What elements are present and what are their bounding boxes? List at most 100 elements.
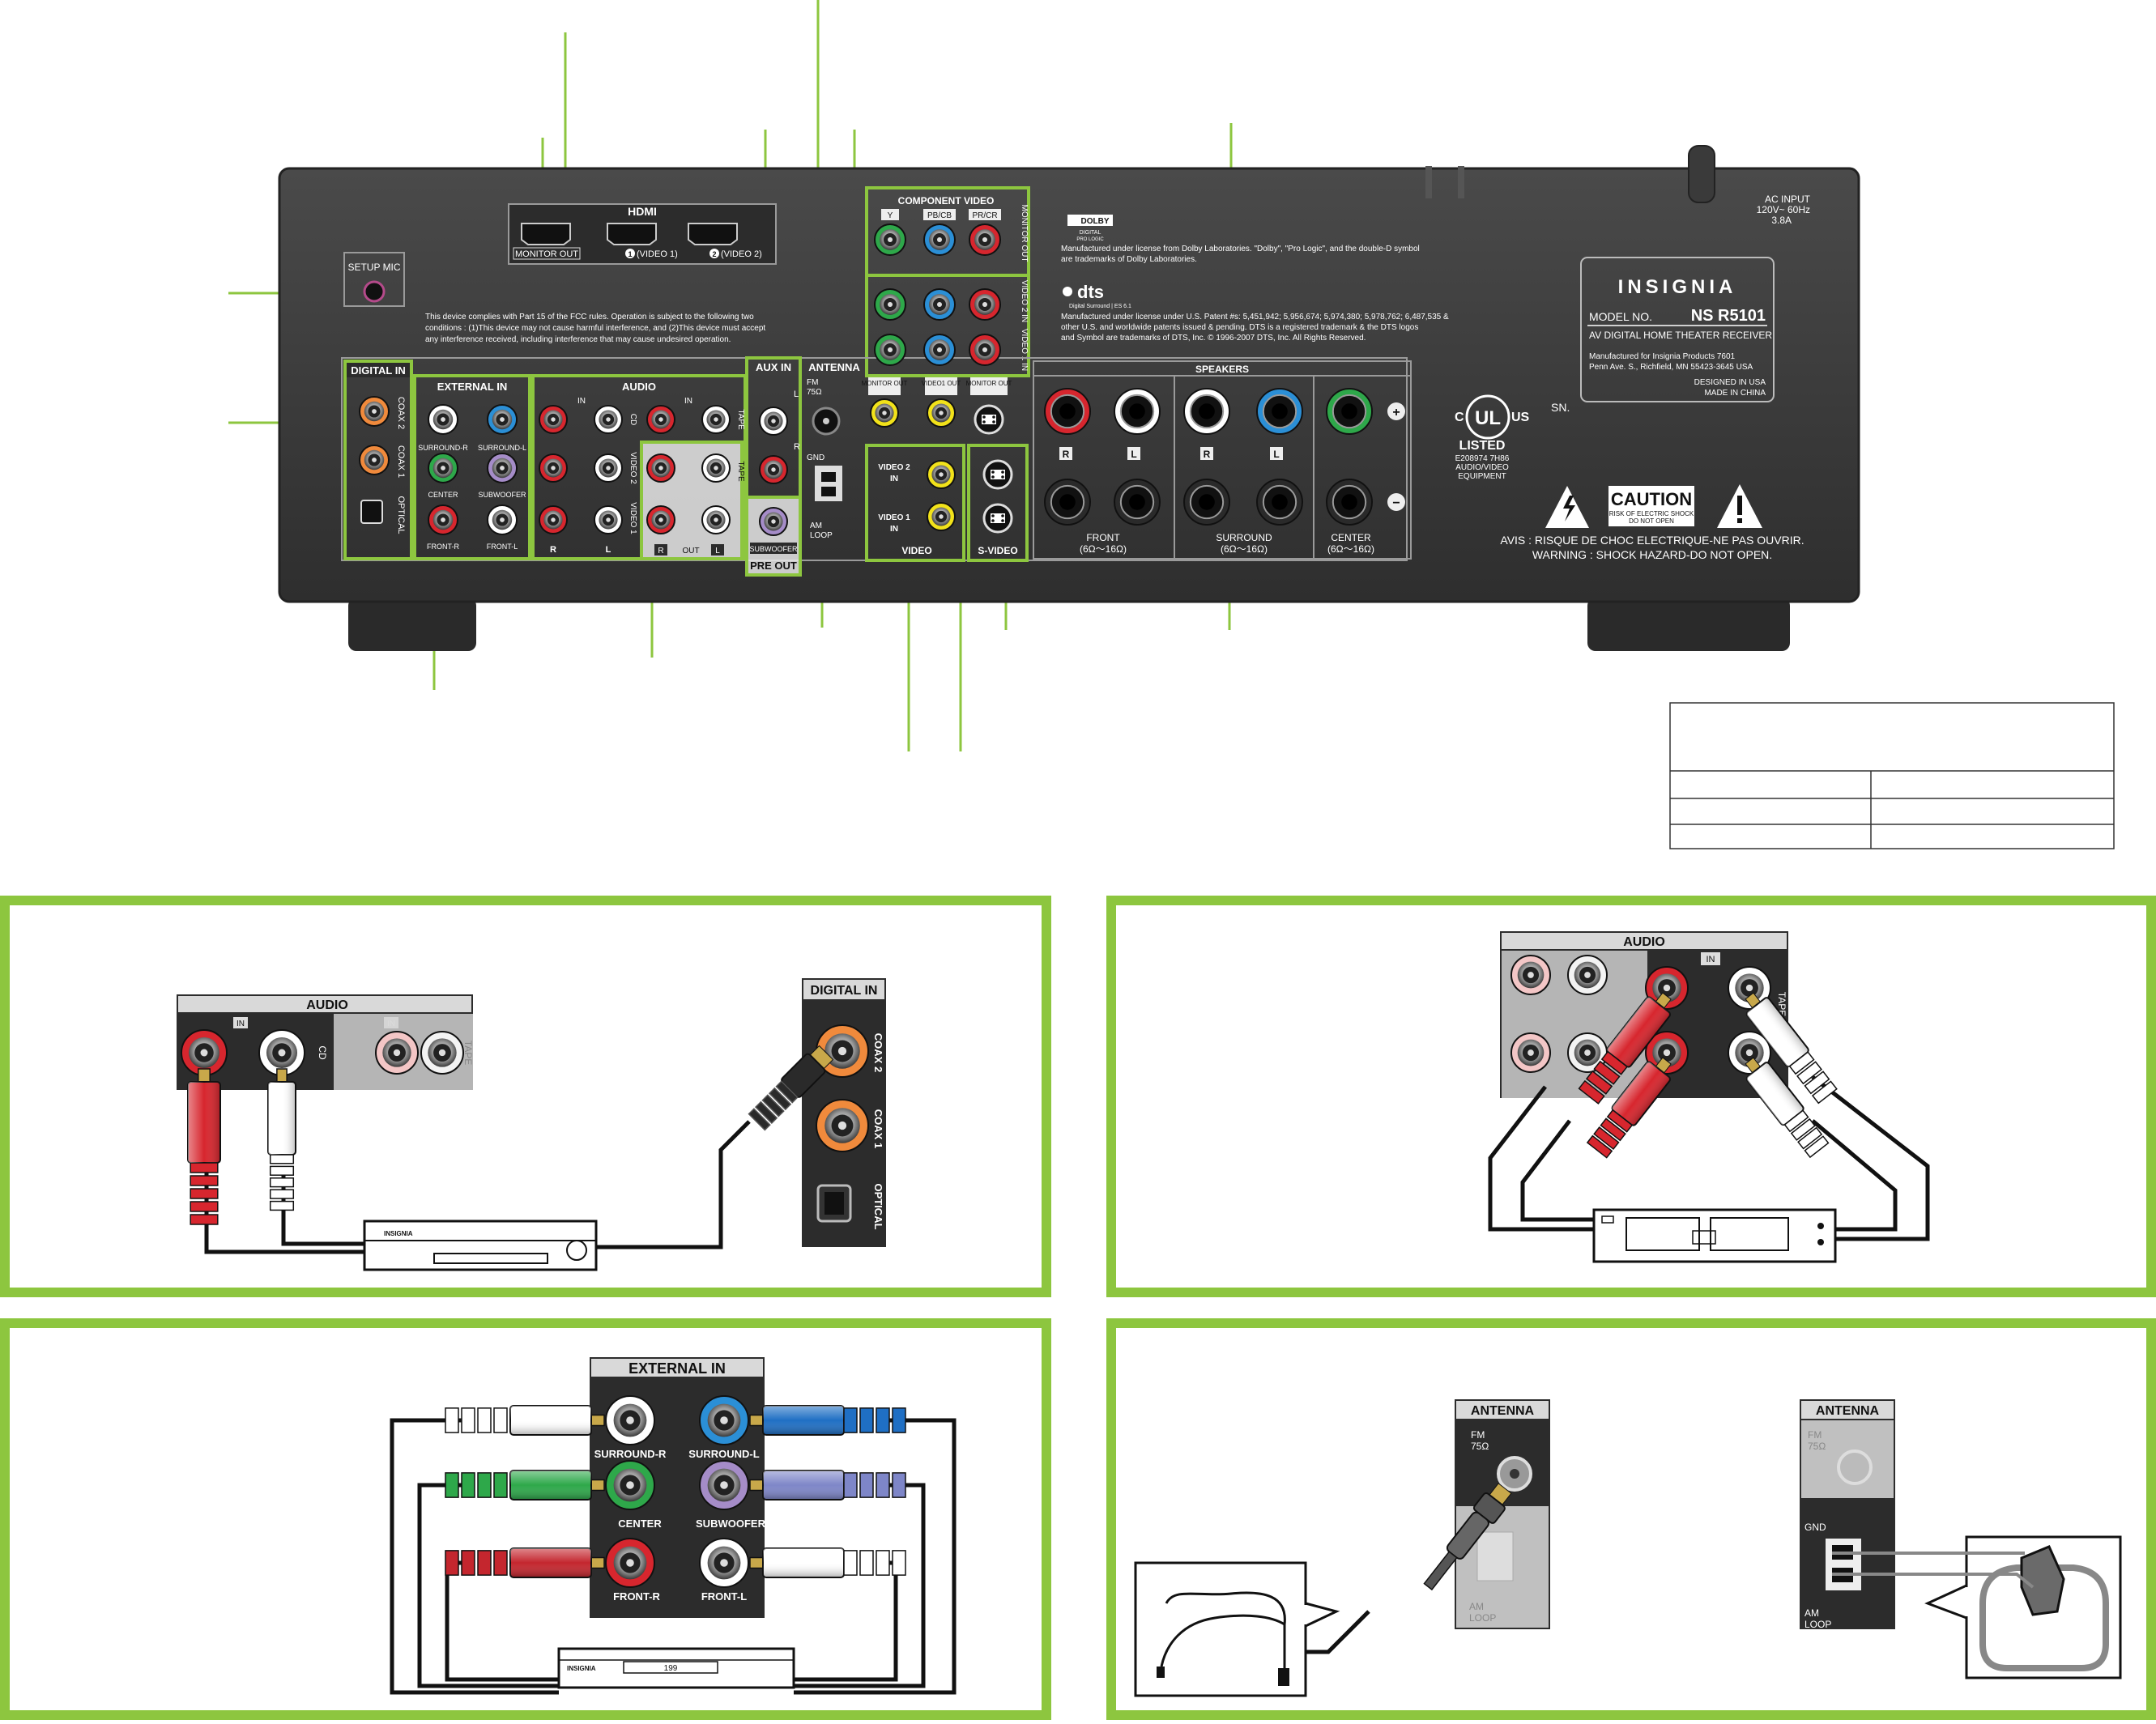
component-row-label-video2: VIDEO 2 IN <box>1020 280 1029 322</box>
tape-panel-faded-l2[interactable] <box>1567 1032 1608 1073</box>
tape-panel-in-r-jack[interactable] <box>1645 966 1689 1010</box>
video2-in-jack[interactable] <box>927 460 956 489</box>
audio-cd-l-jack[interactable] <box>594 405 623 434</box>
tape-panel-out-r-jack[interactable] <box>1645 1031 1689 1075</box>
digital-optical-label: OPTICAL <box>396 496 406 534</box>
hdmi-video1-port[interactable] <box>607 223 657 245</box>
spk-center-minus[interactable] <box>1326 479 1373 526</box>
ext-front-l-jack[interactable] <box>487 504 518 535</box>
dolby-text: Manufactured under license from Dolby La… <box>1061 245 1420 253</box>
optical-port[interactable] <box>360 500 383 524</box>
antenna-panel-content: ANTENNA FM 75Ω GND AM LOOP ANTENNA FM 75… <box>1134 1399 2122 1697</box>
ext-center-jack[interactable] <box>428 453 458 483</box>
component-video2-in-jack[interactable] <box>923 288 956 321</box>
ext-panel-front-l-jack[interactable] <box>699 1538 749 1588</box>
ext-panel-surround-l-jack[interactable] <box>699 1395 749 1445</box>
caution-sub: RISK OF ELECTRIC SHOCK <box>1609 510 1694 517</box>
hdmi-monitor-out-port[interactable] <box>521 223 571 245</box>
ext-subwoofer-jack[interactable] <box>487 453 518 483</box>
audio-cd-r-jack[interactable] <box>539 405 568 434</box>
component-video2-in-jack[interactable] <box>969 288 1001 321</box>
tape-panel-faded-r2[interactable] <box>1510 1032 1551 1073</box>
audio-video1-l-jack[interactable] <box>594 505 623 534</box>
cd-panel-tape-l-jack[interactable] <box>420 1031 464 1075</box>
spk-plus: + <box>1392 406 1400 419</box>
spk-front-r-plus[interactable] <box>1044 388 1091 435</box>
digital-coax2-jack[interactable] <box>359 396 390 427</box>
component-monitor-out-jack[interactable] <box>923 223 956 256</box>
ext-device-brand: INSIGNIA <box>567 1665 596 1672</box>
ext-panel-subwoofer-jack[interactable] <box>699 1460 749 1510</box>
pre-out-subwoofer-jack[interactable] <box>759 507 788 536</box>
component-video2-in-jack[interactable] <box>874 288 906 321</box>
video1-out-jack[interactable] <box>927 398 956 428</box>
ext-surround-r-jack[interactable] <box>428 404 458 435</box>
tape-panel-out-l-jack[interactable] <box>1728 1031 1771 1075</box>
tape-panel-faded-r1[interactable] <box>1510 955 1551 995</box>
spk-center-plus[interactable] <box>1326 388 1373 435</box>
audio-video1-r-jack[interactable] <box>539 505 568 534</box>
antenna-fm-ohm: 75Ω <box>807 388 822 397</box>
audio-tape-out2-l-jack[interactable] <box>701 505 731 534</box>
setup-mic-jack[interactable] <box>363 280 386 303</box>
ul-line: AUDIO/VIDEO <box>1455 463 1509 472</box>
component-video1-in-jack[interactable] <box>923 334 956 366</box>
ext-surround-l-jack[interactable] <box>487 404 518 435</box>
spk-front-r-minus[interactable] <box>1044 479 1091 526</box>
tape-plug-white-1 <box>1745 992 1838 1105</box>
aux-l-jack[interactable] <box>759 407 788 436</box>
cd-panel-coax1-jack[interactable] <box>816 1099 869 1152</box>
component-video-box <box>865 186 1030 377</box>
ext-panel-center-jack[interactable] <box>605 1460 655 1510</box>
ext-panel-center-plug <box>445 1470 605 1501</box>
audio-video2-r-jack[interactable] <box>539 453 568 483</box>
component-labels: Y PB/CB PR/CR <box>881 209 1001 220</box>
fcc-line: any interference received, including int… <box>425 335 731 344</box>
spk-surround-r-plus[interactable] <box>1183 388 1230 435</box>
component-video-title: COMPONENT VIDEO <box>898 195 995 206</box>
component-video1-in-jack[interactable] <box>969 334 1001 366</box>
svideo1-in-jack[interactable] <box>982 503 1013 534</box>
video1-in-jack[interactable] <box>927 502 956 531</box>
audio-tape-in-r-jack[interactable] <box>646 405 675 434</box>
monitor-out-svideo-jack[interactable] <box>974 404 1004 435</box>
spk-center-imp: (6Ω～16Ω) <box>1327 543 1374 555</box>
cd-panel-cd-r-jack[interactable] <box>181 1029 228 1076</box>
component-monitor-out-jack[interactable] <box>969 223 1001 256</box>
antenna-panel-plugs <box>1423 1483 1512 1591</box>
spk-surround-r-minus[interactable] <box>1183 479 1230 526</box>
tape-panel-faded-l1[interactable] <box>1567 955 1608 995</box>
component-monitor-out-jack[interactable] <box>874 223 906 256</box>
aux-r-jack[interactable] <box>759 455 788 484</box>
audio-tape-out-l-jack[interactable] <box>701 453 731 483</box>
audio-video2-l-jack[interactable] <box>594 453 623 483</box>
plate-model: NS R5101 <box>1691 307 1766 325</box>
ant-panel2-am-terminal[interactable] <box>1826 1539 1861 1590</box>
audio-tape-out2-r-jack[interactable] <box>646 505 675 534</box>
fm-wire-antenna <box>1160 1591 1286 1668</box>
ext-panel-front-r-plug <box>445 1547 605 1578</box>
external-in-title: EXTERNAL IN <box>437 381 507 393</box>
spk-surround-l-plus[interactable] <box>1256 388 1303 435</box>
cd-panel-tape-r-jack[interactable] <box>375 1031 419 1075</box>
ext-front-r-jack[interactable] <box>428 504 458 535</box>
digital-coax1-jack[interactable] <box>359 445 390 475</box>
spk-front-l-minus[interactable] <box>1114 479 1161 526</box>
spk-front-l-plus[interactable] <box>1114 388 1161 435</box>
svideo2-in-jack[interactable] <box>982 459 1013 490</box>
hdmi-video2-port[interactable] <box>688 223 738 245</box>
cd-panel-cd: CD <box>317 1045 328 1060</box>
external-in-box <box>413 374 531 560</box>
monitor-out-video-jack[interactable] <box>870 398 899 428</box>
tape-panel-in-l-jack[interactable] <box>1728 966 1771 1010</box>
ant-panel2-am: AM <box>1804 1607 1819 1619</box>
am-terminal[interactable] <box>815 466 842 501</box>
ext-panel-front-r-jack[interactable] <box>605 1538 655 1588</box>
ext-panel-surround-r-jack[interactable] <box>605 1395 655 1445</box>
audio-tape-out-r-jack[interactable] <box>646 453 675 483</box>
spk-surround-l-minus[interactable] <box>1256 479 1303 526</box>
cd-panel-coax2-jack[interactable] <box>816 1024 869 1078</box>
component-video1-in-jack[interactable] <box>874 334 906 366</box>
audio-tape-in-l-jack[interactable] <box>701 405 731 434</box>
